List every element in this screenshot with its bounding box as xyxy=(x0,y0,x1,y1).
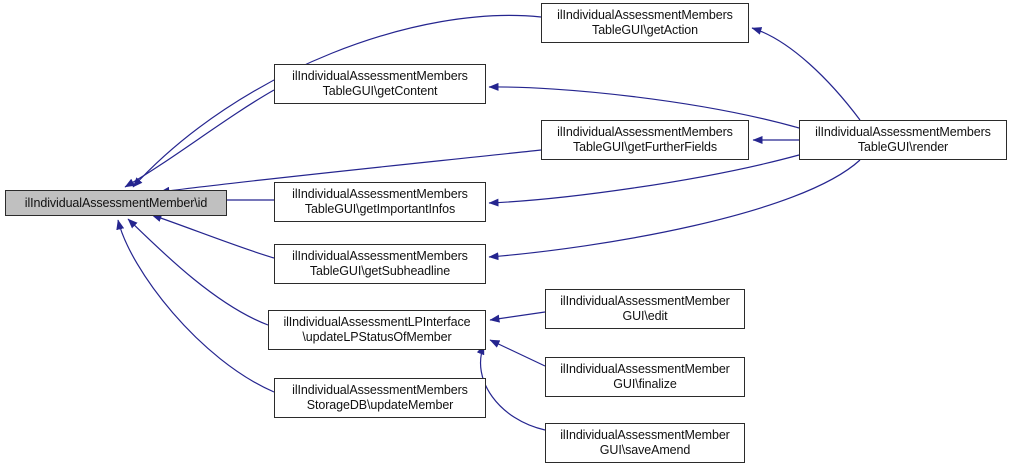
graph-edge-render-to-getContent xyxy=(488,82,800,129)
graph-node-root[interactable]: ilIndividualAssessmentMember\id xyxy=(5,190,227,216)
graph-node-label-finalize: ilIndividualAssessmentMember GUI\finaliz… xyxy=(560,362,730,391)
graph-node-getImportantInfos[interactable]: ilIndividualAssessmentMembers TableGUI\g… xyxy=(274,182,486,222)
graph-node-updateMember[interactable]: ilIndividualAssessmentMembers StorageDB\… xyxy=(274,378,486,418)
graph-node-edit[interactable]: ilIndividualAssessmentMember GUI\edit xyxy=(545,289,745,329)
graph-edge-render-to-getImportantInfos xyxy=(488,154,800,207)
graph-node-label-render: ilIndividualAssessmentMembers TableGUI\r… xyxy=(815,125,991,154)
graph-node-render[interactable]: ilIndividualAssessmentMembers TableGUI\r… xyxy=(799,120,1007,160)
graph-node-label-getImportantInfos: ilIndividualAssessmentMembers TableGUI\g… xyxy=(292,187,468,216)
graph-node-label-getFurtherFields: ilIndividualAssessmentMembers TableGUI\g… xyxy=(557,125,733,154)
graph-edge-render-to-getSubheadline xyxy=(488,159,861,261)
graph-node-updateLPStatusOfMember[interactable]: ilIndividualAssessmentLPInterface \updat… xyxy=(268,310,486,350)
graph-node-label-saveAmend: ilIndividualAssessmentMember GUI\saveAme… xyxy=(560,428,730,457)
graph-edge-render-to-getAction xyxy=(751,27,861,121)
graph-node-label-edit: ilIndividualAssessmentMember GUI\edit xyxy=(560,294,730,323)
graph-edge-getAction-to-root xyxy=(132,14,542,188)
graph-node-getContent[interactable]: ilIndividualAssessmentMembers TableGUI\g… xyxy=(274,64,486,104)
graph-node-label-getContent: ilIndividualAssessmentMembers TableGUI\g… xyxy=(292,69,468,98)
graph-node-getSubheadline[interactable]: ilIndividualAssessmentMembers TableGUI\g… xyxy=(274,244,486,284)
graph-edge-getSubheadline-to-root xyxy=(151,214,275,259)
graph-node-saveAmend[interactable]: ilIndividualAssessmentMember GUI\saveAme… xyxy=(545,423,745,463)
graph-node-getAction[interactable]: ilIndividualAssessmentMembers TableGUI\g… xyxy=(541,3,749,43)
graph-edge-saveAmend-to-updateLPStatusOfMember xyxy=(476,344,546,431)
graph-node-getFurtherFields[interactable]: ilIndividualAssessmentMembers TableGUI\g… xyxy=(541,120,749,160)
graph-node-label-getAction: ilIndividualAssessmentMembers TableGUI\g… xyxy=(557,8,733,37)
graph-node-label-updateLPStatusOfMember: ilIndividualAssessmentLPInterface \updat… xyxy=(283,315,471,344)
graph-node-finalize[interactable]: ilIndividualAssessmentMember GUI\finaliz… xyxy=(545,357,745,397)
graph-edge-edit-to-updateLPStatusOfMember xyxy=(489,311,546,323)
graph-node-label-getSubheadline: ilIndividualAssessmentMembers TableGUI\g… xyxy=(292,249,468,278)
graph-edge-getContent-to-root xyxy=(124,89,275,188)
graph-edge-finalize-to-updateLPStatusOfMember xyxy=(489,339,546,367)
graph-edge-updateMember-to-root xyxy=(116,219,275,393)
graph-edge-updateLPStatusOfMember-to-root xyxy=(127,218,269,326)
graph-node-label-updateMember: ilIndividualAssessmentMembers StorageDB\… xyxy=(292,383,468,412)
graph-node-label-root: ilIndividualAssessmentMember\id xyxy=(24,195,208,210)
graph-edge-getFurtherFields-to-root xyxy=(159,149,542,195)
